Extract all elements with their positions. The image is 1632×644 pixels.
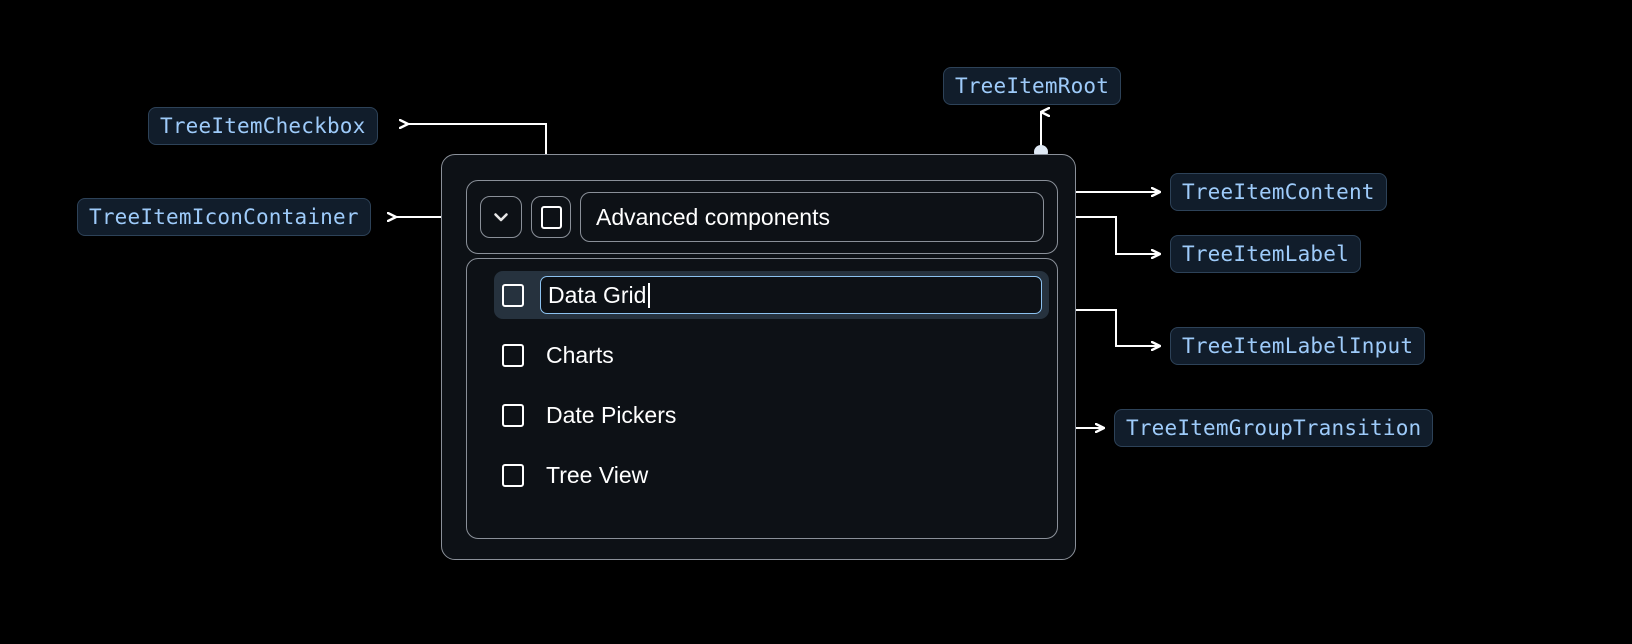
annotation-chip-tree-item-content: TreeItemContent: [1170, 173, 1387, 211]
annotation-chip-tree-item-label: TreeItemLabel: [1170, 235, 1361, 273]
tree-row-tree-view[interactable]: Tree View: [494, 451, 1049, 499]
tree-row-data-grid[interactable]: Data Grid: [494, 271, 1049, 319]
tree-item-label[interactable]: Advanced components: [580, 192, 1044, 242]
chip-label: TreeItemLabelInput: [1182, 334, 1414, 358]
checkbox-box-icon[interactable]: [502, 463, 524, 487]
tree-item-label-input[interactable]: Data Grid: [540, 276, 1042, 314]
tree-item-label-text: Advanced components: [596, 203, 830, 230]
annotation-chip-tree-item-group-transition: TreeItemGroupTransition: [1114, 409, 1434, 447]
tree-item-label-text: Tree View: [546, 461, 649, 488]
annotation-chip-tree-item-checkbox: TreeItemCheckbox: [148, 107, 378, 145]
chip-label: TreeItemIconContainer: [89, 205, 359, 229]
checkbox-box-icon[interactable]: [502, 403, 524, 427]
tree-item-icon-container[interactable]: [480, 196, 522, 238]
chip-label: TreeItemRoot: [955, 74, 1110, 98]
tree-item-label-input-value: Data Grid: [548, 281, 647, 308]
tree-row-charts[interactable]: Charts: [494, 331, 1049, 379]
chip-label: TreeItemContent: [1182, 180, 1375, 204]
chip-label: TreeItemLabel: [1182, 242, 1349, 266]
tree-item-checkbox[interactable]: [531, 196, 571, 238]
tree-item-label-text: Charts: [546, 341, 614, 368]
annotation-chip-tree-item-label-input: TreeItemLabelInput: [1170, 327, 1426, 365]
tree-item-content[interactable]: Advanced components: [466, 180, 1058, 254]
tree-item-root[interactable]: Advanced components Data Grid Charts Dat…: [441, 154, 1076, 560]
checkbox-box-icon: [540, 205, 562, 229]
tree-item-label-text: Date Pickers: [546, 401, 677, 428]
chip-label: TreeItemCheckbox: [160, 114, 366, 138]
text-caret: [648, 282, 651, 308]
checkbox-box-icon[interactable]: [502, 343, 524, 367]
tree-row-date-pickers[interactable]: Date Pickers: [494, 391, 1049, 439]
annotation-chip-tree-item-icon-container: TreeItemIconContainer: [77, 198, 371, 236]
annotation-chip-tree-item-root: TreeItemRoot: [943, 67, 1122, 105]
chevron-down-icon: [494, 213, 508, 222]
chip-label: TreeItemGroupTransition: [1126, 416, 1422, 440]
checkbox-box-icon[interactable]: [502, 283, 524, 307]
tree-item-group-transition: Data Grid Charts Date Pickers Tree View: [466, 258, 1058, 539]
